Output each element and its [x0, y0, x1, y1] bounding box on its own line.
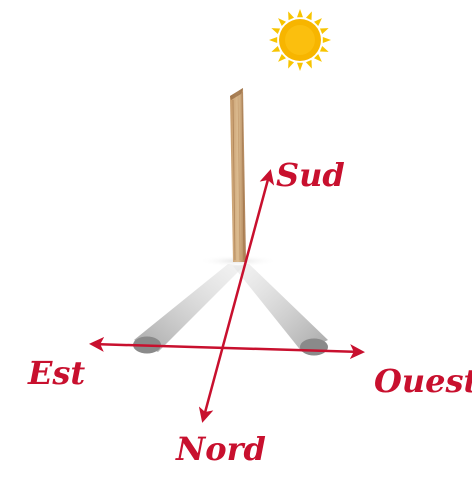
sun-ray: [269, 37, 277, 43]
sun-ray: [278, 54, 286, 62]
shadow-tip-west: [300, 339, 328, 356]
sun-ray: [271, 46, 280, 52]
label-west: Ouest: [374, 362, 472, 400]
sun-ray: [320, 28, 329, 34]
label-south: Sud: [276, 156, 345, 194]
sun-ray: [297, 63, 303, 71]
sun-ray: [314, 18, 322, 26]
sun-ray: [320, 46, 329, 52]
sun-icon: [269, 9, 331, 71]
sun-ray: [306, 60, 312, 69]
sun-ray: [306, 11, 312, 20]
label-north: Nord: [175, 430, 266, 468]
sun-ray: [288, 11, 294, 20]
sun-ray: [278, 18, 286, 26]
sun-ray: [288, 60, 294, 69]
wooden-stick: [230, 88, 246, 262]
sun-ray: [323, 37, 331, 43]
sun-ray: [297, 9, 303, 17]
sun-ray: [314, 54, 322, 62]
label-east: Est: [27, 354, 85, 392]
sun-ray: [271, 28, 280, 34]
